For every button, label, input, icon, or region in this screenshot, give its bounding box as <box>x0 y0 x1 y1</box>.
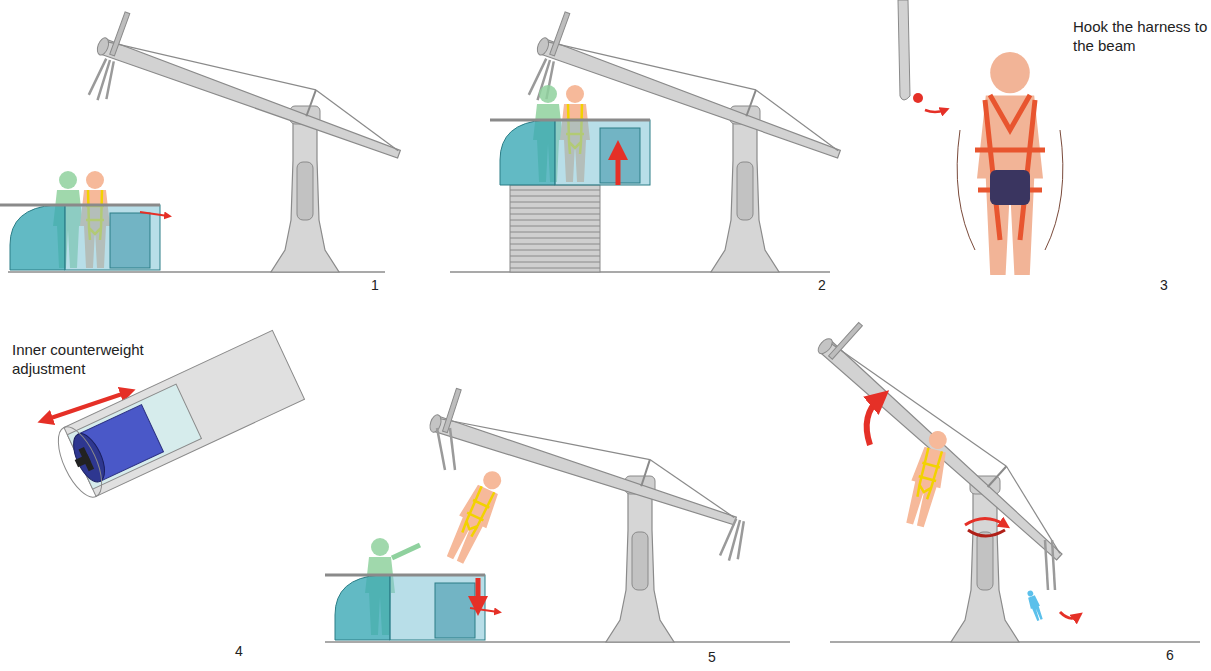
illustration-part <box>0 205 160 270</box>
illustration-part <box>325 641 790 642</box>
illustration-part <box>867 398 880 445</box>
illustration-part <box>510 185 600 272</box>
illustration-part <box>140 212 168 216</box>
illustration-part <box>1052 540 1055 590</box>
panel-2 <box>450 7 853 272</box>
illustration-part <box>459 486 496 539</box>
illustration-part <box>510 190 600 268</box>
illustration-part <box>490 120 650 185</box>
illustration-part <box>441 466 509 567</box>
illustration-part <box>325 575 485 640</box>
step-note: Inner counterweight adjustment <box>12 340 192 378</box>
illustration-part <box>616 150 621 185</box>
illustration-part <box>914 447 944 500</box>
illustration-part <box>476 578 481 606</box>
illustration-part <box>990 170 1030 205</box>
illustration-part <box>965 519 1005 526</box>
illustration-part <box>901 427 955 528</box>
callout-number: 3 <box>1160 276 1180 295</box>
illustration-part <box>67 384 201 489</box>
illustration-part <box>719 518 749 564</box>
illustration-part <box>49 421 110 503</box>
illustration-part <box>67 429 111 486</box>
illustration-part <box>392 545 420 558</box>
illustration-part <box>88 57 119 103</box>
illustration-part <box>957 130 1063 250</box>
callout-number: 6 <box>1166 646 1186 665</box>
illustration-part <box>913 93 923 103</box>
illustration-part <box>1060 612 1078 618</box>
callout-number: 5 <box>708 648 728 667</box>
illustration-part <box>75 454 91 467</box>
illustration-part <box>450 428 455 470</box>
illustration-part <box>1025 589 1045 621</box>
panel-3 <box>898 0 1063 275</box>
illustration-part <box>968 530 1005 536</box>
step-note: Hook the harness to the beam <box>1073 17 1211 55</box>
panel-5 <box>325 384 790 642</box>
illustration-part <box>1045 540 1048 590</box>
callout-number: 1 <box>371 276 391 295</box>
illustration-part <box>925 110 945 112</box>
illustration-part <box>977 52 1043 275</box>
illustration-part <box>951 476 1019 642</box>
illustration-part <box>898 0 910 100</box>
illustration-part <box>975 95 1045 240</box>
panel-6 <box>815 313 1200 642</box>
callout-number: 4 <box>235 642 255 661</box>
illustration-part <box>95 7 412 162</box>
illustration-part <box>815 313 1086 564</box>
callout-number: 2 <box>818 276 838 295</box>
illustration-part <box>470 608 498 612</box>
panel-1 <box>0 7 413 272</box>
illustration-part <box>437 428 445 470</box>
